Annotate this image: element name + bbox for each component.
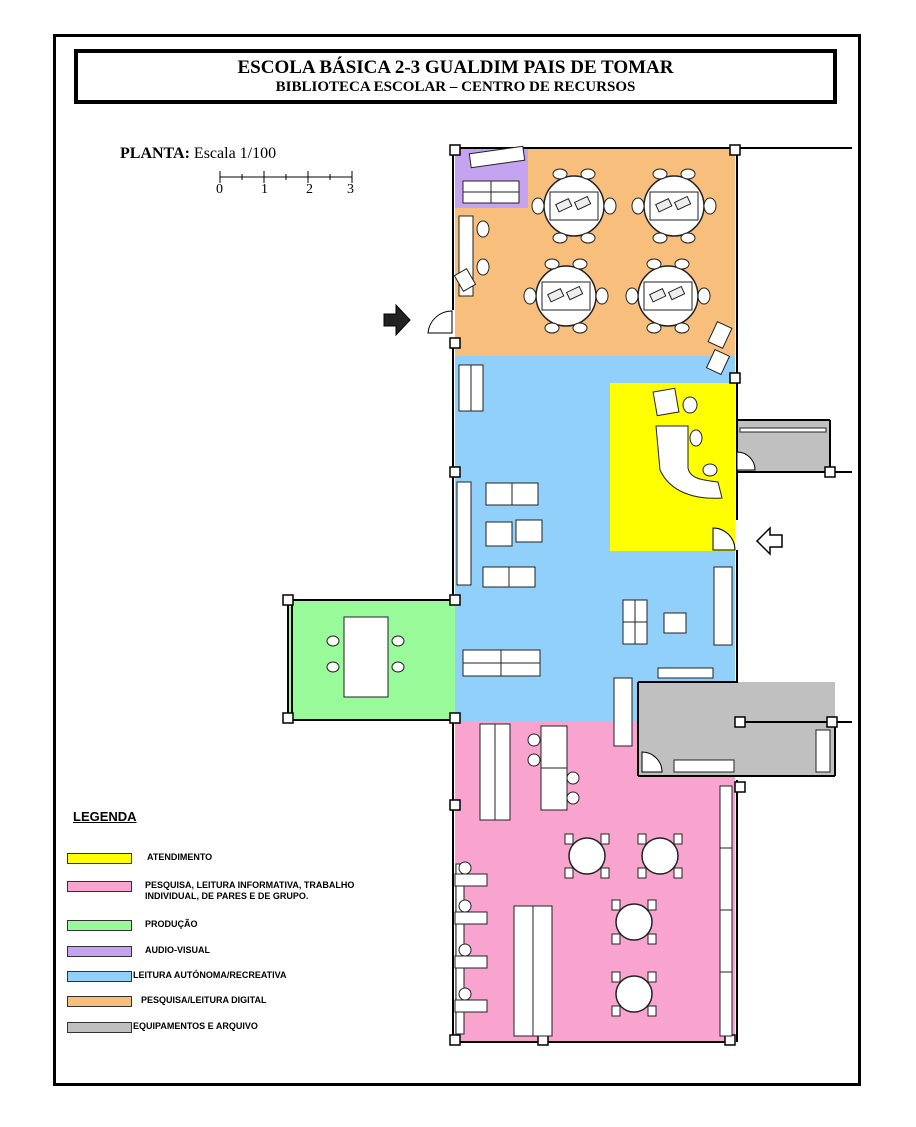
scale-bar — [219, 171, 353, 183]
legend-swatch — [67, 853, 132, 864]
scale-tick-label: 1 — [261, 182, 268, 197]
production-table — [326, 616, 405, 698]
door-left — [427, 310, 453, 334]
title-box: ESCOLA BÁSICA 2-3 GUALDIM PAIS DE TOMAR … — [74, 49, 837, 104]
door-entrance — [712, 527, 736, 551]
plan-label: PLANTA: Escala 1/100 — [120, 145, 276, 163]
scale-tick-label: 3 — [347, 182, 354, 197]
reading-area-furniture — [456, 364, 733, 747]
school-title: ESCOLA BÁSICA 2-3 GUALDIM PAIS DE TOMAR — [237, 57, 674, 78]
legend-swatch — [67, 996, 132, 1007]
scale-tick-label: 0 — [216, 182, 223, 197]
legend-swatch — [67, 1022, 132, 1033]
digital-desk — [453, 215, 733, 376]
door-archive-top — [736, 451, 756, 471]
legend-swatch — [67, 971, 132, 982]
plan-label-bold: PLANTA: — [120, 145, 190, 162]
legend-label: PESQUISA/LEITURA DIGITAL — [141, 995, 267, 1005]
legend-label: PESQUISA, LEITURA INFORMATIVA, TRABALHO — [145, 880, 355, 890]
legend-title: LEGENDA — [73, 809, 137, 824]
door-archive-bottom — [641, 751, 663, 773]
audio-visual-furniture — [462, 145, 526, 204]
legend-label: ATENDIMENTO — [147, 852, 213, 862]
page-frame — [53, 34, 861, 1086]
legend-swatch — [67, 946, 132, 957]
legend-label-line2: INDIVIDUAL, DE PARES E DE GRUPO. — [145, 891, 309, 901]
library-title: BIBLIOTECA ESCOLAR – CENTRO DE RECURSOS — [275, 79, 636, 95]
entry-arrow-right-icon — [755, 526, 783, 556]
legend-swatch — [67, 920, 132, 931]
plan-scale-text: Escala 1/100 — [189, 145, 277, 162]
archive-furniture — [673, 427, 831, 773]
legend-swatch — [67, 881, 132, 892]
legend-label: PRODUÇÃO — [145, 919, 198, 929]
entry-arrow-left-icon — [383, 303, 411, 337]
legend-label: AUDIO-VISUAL — [145, 945, 210, 955]
legend-label: EQUIPAMENTOS E ARQUIVO — [133, 1021, 258, 1031]
service-desk — [652, 387, 723, 499]
legend-label: LEITURA AUTÓNOMA/RECREATIVA — [133, 970, 287, 980]
scale-tick-label: 2 — [306, 182, 313, 197]
